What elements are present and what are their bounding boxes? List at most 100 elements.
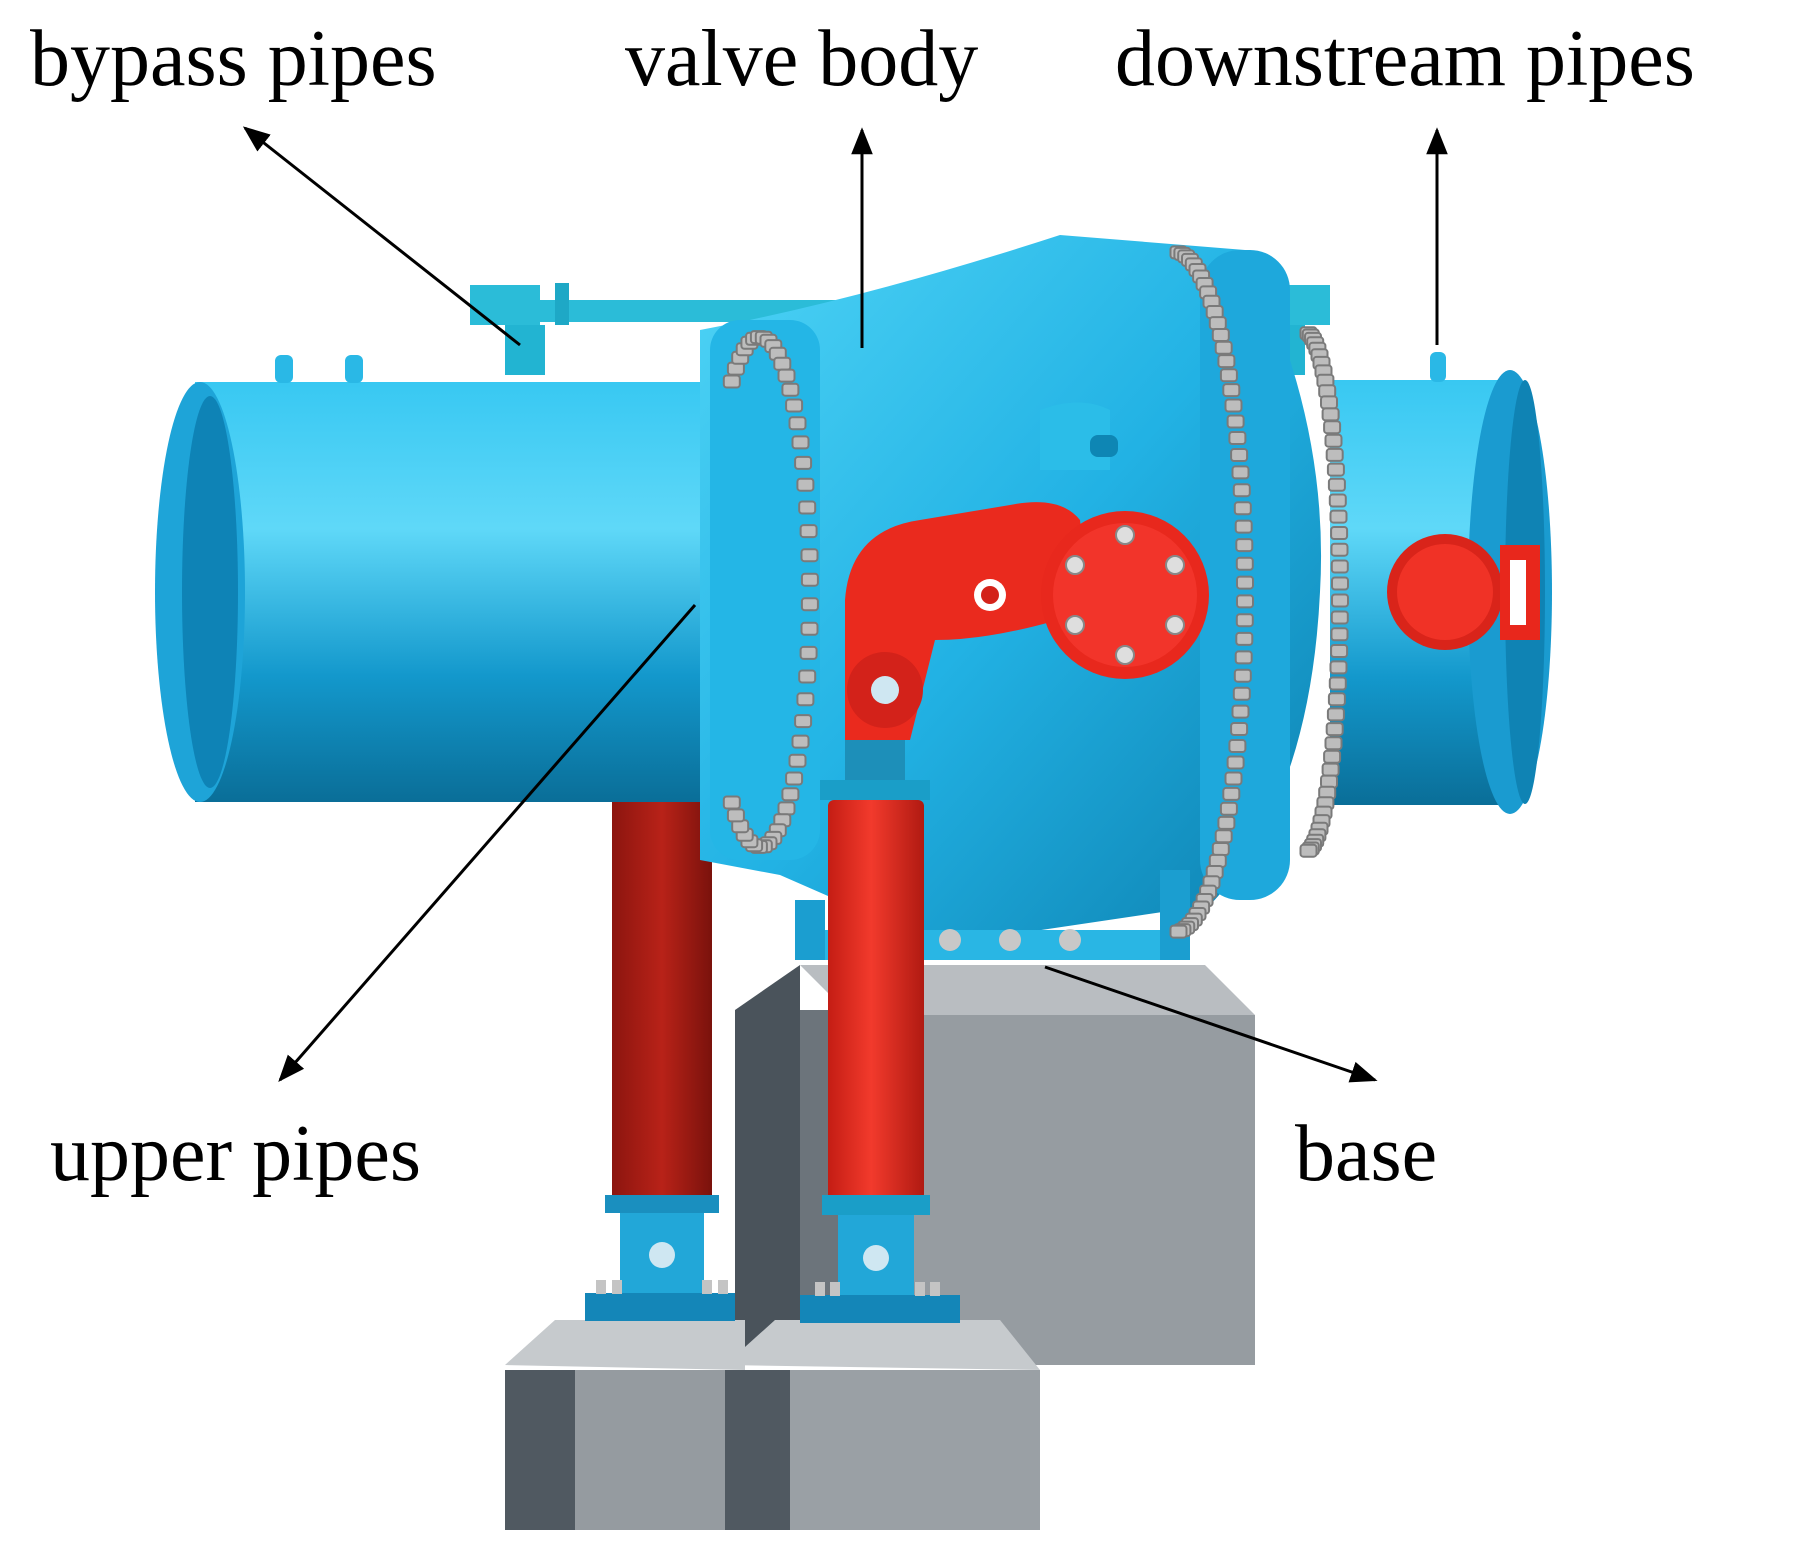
flange-bolt [1331,593,1349,608]
rear-hydraulic-cylinder [585,800,735,1321]
flange-bolt [796,477,815,492]
flange-bolt [1299,843,1318,858]
flange-bolt [722,795,741,810]
flange-bolt [1228,431,1247,445]
base-block-back-shadow [735,965,800,1360]
flange-bolt [1234,519,1253,534]
flange-bolt-ring-center [1169,245,1254,939]
flange-bolt [781,787,800,802]
flange-bolt [1222,786,1241,801]
front-hydraulic-cylinder [800,735,960,1323]
flange-bolt [800,548,819,563]
pier-block-right-shadow [725,1370,790,1530]
flange-bolt [798,669,817,684]
flange-bolt [1169,924,1188,939]
flange-bolt [1224,398,1243,413]
label-upper-pipes: upper pipes [50,1110,421,1198]
flange-bolt [1328,493,1347,508]
flange-bolt [1330,559,1349,574]
flange-bolt [777,368,796,383]
manhole-flange [1387,534,1540,650]
flange-bolt [1208,316,1227,331]
flange-bolt [726,808,745,823]
flange-bolt [1219,801,1238,816]
flange-bolt [788,416,807,431]
flange-bolt [1226,414,1245,429]
flange-bolt [1236,575,1254,590]
flange-bolt [1327,692,1346,707]
flange-bolt [1330,526,1349,540]
flange-bolt [1330,542,1349,557]
flange-bolt [800,572,819,587]
flange-bolt [1330,644,1349,658]
label-downstream-pipes: downstream pipes [1115,15,1695,103]
flange-bolt [1235,538,1254,553]
flange-bolt [788,753,807,768]
flange-bolt [781,382,800,397]
pier-block-right-front [790,1370,1040,1530]
flange-bolt [800,597,819,612]
flange-bolt [1329,660,1348,675]
concrete-base [505,965,1255,1530]
flange-bolt-ring-right [1299,326,1349,858]
flange-bolt [1326,707,1345,722]
flange-bolt [1325,722,1344,737]
flange-bolt [794,455,813,470]
flange-bolt [1326,462,1345,477]
flange-bolt [1214,340,1233,355]
flange-bolt [785,771,804,786]
flange-bolt [1320,395,1338,410]
flange-bolt [794,714,813,729]
flange-bolt [796,692,815,707]
flange-bolt [1328,676,1347,691]
flange-bolt [1321,407,1340,422]
flange-bolt [800,621,819,636]
flange-bolt [1330,610,1349,625]
flange-bolt [1331,576,1349,591]
flange-bolt [1321,762,1340,777]
flange-bolt [773,356,792,371]
flange-bolt [1217,815,1236,830]
flange-bolt [1325,447,1344,462]
flange-bolt [791,734,810,749]
flange-bolt [1324,433,1343,448]
flange-bolt [1235,631,1254,646]
flange-bolt [1323,420,1342,435]
flange-bolt [1232,483,1251,498]
lever-arm [845,502,1209,740]
flange-bolt [1230,448,1249,462]
label-base: base [1295,1110,1437,1198]
flange-bolt [1324,736,1343,751]
arrow-upper-pipes [278,604,697,1083]
label-valve-body: valve body [625,15,978,103]
flange-bolt [1224,771,1243,786]
flange-bolt [1330,627,1349,642]
flange-bolt [1327,477,1346,492]
flange-bolt [1236,594,1254,609]
flange-bolt [1234,650,1253,665]
flange-bolt [785,398,804,413]
flange-bolt [799,645,818,660]
pier-block-left-top [505,1320,745,1370]
pier-block-left-front [575,1370,740,1530]
flange-bolt [1222,383,1241,398]
flange-bolt [1228,739,1247,753]
flange-bolt [1211,842,1230,856]
flange-bolt [722,374,741,389]
flange-bolt [1232,686,1251,701]
upper-pipe [155,355,735,802]
pier-block-right-top [725,1320,1040,1370]
flange-bolt [1231,465,1250,480]
flange-bolt [1235,613,1254,628]
flange-bolt [1231,704,1250,719]
flange-bolt [1226,755,1245,770]
flange-bolt [1323,749,1342,764]
arrow-bypass-pipes [242,126,521,347]
flange-bolt [791,435,810,450]
flange-bolt [1329,509,1348,524]
label-bypass-pipes: bypass pipes [30,15,437,103]
flange-bolt [1235,556,1254,571]
flange-bolt [1233,668,1252,683]
downstream-pipe [1330,352,1552,814]
